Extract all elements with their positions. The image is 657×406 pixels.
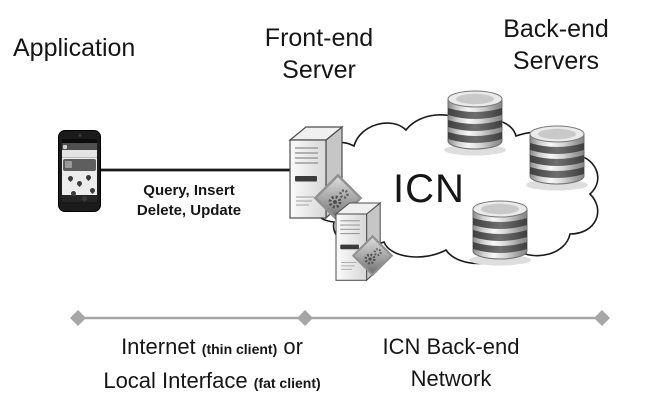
query-operations-line2: Delete, Update: [136, 202, 242, 219]
internet-line: Internet (thin client) or: [62, 331, 362, 365]
phone-notification-card: [63, 159, 96, 171]
or-text: or: [283, 334, 303, 359]
local-interface-text: Local Interface: [103, 368, 248, 393]
map-pin-icon: [75, 179, 84, 188]
phone-camera-dot: [78, 134, 81, 137]
phone-app-bar: [62, 143, 97, 150]
smartphone-icon: [58, 130, 101, 212]
diamond-marker-icon: [297, 310, 313, 326]
database-icon: [525, 125, 589, 191]
internet-interface-label: Internet (thin client) or Local Interfac…: [62, 331, 362, 399]
span-axis: [70, 310, 610, 326]
map-pin-icon: [66, 174, 75, 183]
diamond-marker-icon: [70, 310, 86, 326]
database-icon: [468, 200, 532, 266]
map-pin-icon: [88, 186, 97, 195]
internet-text: Internet: [121, 334, 196, 359]
query-operations-label: Query, Insert Delete, Update: [126, 181, 252, 221]
map-pin-icon: [84, 173, 93, 182]
local-interface-line: Local Interface (fat client): [62, 365, 362, 399]
phone-nav-bar: [62, 195, 97, 202]
fat-client-text: (fat client): [253, 375, 321, 391]
front-end-server-label: Front-end Server: [264, 24, 374, 84]
phone-map-view: [62, 158, 97, 202]
query-operations-line1: Query, Insert: [143, 182, 235, 199]
phone-status-bar: [62, 139, 97, 143]
application-label: Application: [13, 34, 136, 62]
database-icon: [443, 90, 507, 156]
icn-cloud-label: ICN: [393, 167, 465, 211]
phone-screen: [62, 139, 97, 202]
diamond-marker-icon: [594, 310, 610, 326]
back-end-servers-label: Back-end Servers: [503, 15, 609, 75]
phone-tab-bar: [62, 150, 97, 158]
thin-client-text: (thin client): [201, 341, 278, 357]
icn-backend-network-label: ICN Back-end Network: [382, 334, 520, 391]
